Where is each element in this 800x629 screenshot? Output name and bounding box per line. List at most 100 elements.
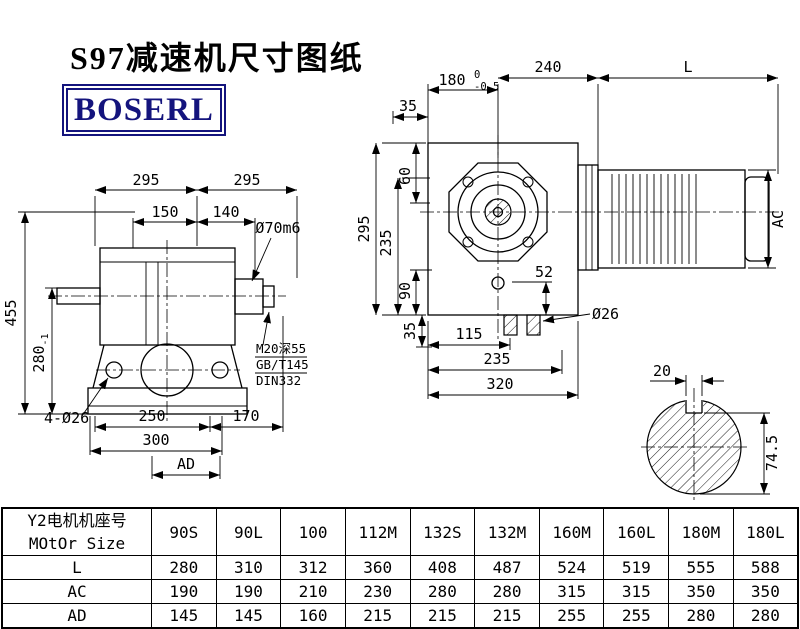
dim-label-320: 320 [486,375,513,393]
side-view-body [56,247,275,415]
motor-size-column-header: 100 [280,507,346,557]
dimension-value-cell: 255 [538,603,605,629]
motor-size-column-header: 160M [538,507,605,557]
motor-fan-cover [744,176,770,262]
technical-drawing-canvas: 295 295 150 140 Ø70m6 455 280-1 4-Ø26 25… [2,58,787,503]
dim-label-35-bottom: 35 [401,322,419,340]
dim-label-295-left: 295 [132,171,159,189]
dimension-value-cell: 310 [215,555,282,581]
motor-size-column-header: 132M [474,507,540,557]
dimension-value-cell: 215 [474,603,540,629]
motor-size-column-header: 160L [603,507,670,557]
note-din-standard: DIN332 [256,373,301,388]
note-tapped-hole: M20深55 [256,341,306,356]
shaft-section-view: 20 74.5 [641,362,781,503]
mounting-lug-left [503,314,518,336]
side-view-dimensions: 295 295 150 140 Ø70m6 455 280-1 4-Ø26 25… [2,171,309,479]
motor-size-column-header: 90S [151,507,217,557]
dim-label-20: 20 [653,362,671,380]
dimension-value-cell: 280 [732,603,799,629]
motor-size-header-cell: Y2电机机座号 MOtOr Size [1,507,152,557]
dimension-value-cell: 360 [344,555,411,581]
motor-size-column-header: 132S [409,507,476,557]
dim-label-170: 170 [232,407,259,425]
motor-size-column-header: 180L [732,507,799,557]
dim-label-240: 240 [534,58,561,76]
dim-label-AD: AD [177,455,195,473]
dim-label-300: 300 [142,431,169,449]
dimension-value-cell: 280 [474,579,540,605]
dimension-value-cell: 524 [538,555,605,581]
dimension-value-cell: 519 [603,555,670,581]
dim-label-60: 60 [396,167,414,185]
motor-flange-adapter [577,164,599,271]
dim-label-90: 90 [396,282,414,300]
dimension-value-cell: 315 [603,579,670,605]
dim-label-235-bottom: 235 [483,350,510,368]
front-view-centerlines [420,135,780,340]
motor-size-column-header: 90L [215,507,282,557]
dim-label-52: 52 [535,263,553,281]
dim-label-150: 150 [151,203,178,221]
dim-label-L: L [683,58,692,76]
dimension-row-label: AD [1,603,152,629]
dimension-row-label: AC [1,579,152,605]
dimension-value-cell: 280 [151,555,217,581]
dimension-value-cell: 312 [280,555,346,581]
side-view: 295 295 150 140 Ø70m6 455 280-1 4-Ø26 25… [2,171,309,479]
dimension-value-cell: 408 [409,555,476,581]
dimension-value-cell: 190 [215,579,282,605]
dim-label-295-front: 295 [355,215,373,242]
dimension-value-cell: 280 [668,603,734,629]
dim-label-shaft-diameter: Ø70m6 [255,219,300,237]
dim-label-115: 115 [455,325,482,343]
boserl-logo-text: BOSERL [74,91,214,128]
motor-size-header-en: MOtOr Size [28,534,126,554]
motor [577,164,770,271]
dim-label-455: 455 [2,299,20,326]
dimension-value-cell: 230 [344,579,411,605]
front-view-body [427,142,579,336]
output-flange-octagon [448,162,548,262]
dim-label-280: 280-1 [30,333,51,372]
motor-body [597,169,746,269]
note-gb-standard: GB/T145 [256,357,309,372]
motor-size-header-cn: Y2电机机座号 [27,511,127,530]
dim-label-235-left: 235 [377,229,395,256]
dimension-value-cell: 588 [732,555,799,581]
motor-size-column-header: 112M [344,507,411,557]
dim-label-180-tol-lower: -0.5 [474,81,499,93]
dim-label-295-right: 295 [233,171,260,189]
page-title: S97减速机尺寸图纸 [70,40,364,77]
dim-label-4xd26: 4-Ø26 [44,409,89,427]
dimension-value-cell: 350 [732,579,799,605]
dim-label-35-top: 35 [399,97,417,115]
motor-size-column-header: 180M [668,507,734,557]
dimension-value-cell: 315 [538,579,605,605]
dimension-value-cell: 145 [151,603,217,629]
dimension-row-label: L [1,555,152,581]
dimension-value-cell: 160 [280,603,346,629]
dimension-value-cell: 487 [474,555,540,581]
dimension-value-cell: 280 [409,579,476,605]
front-view: 180 0 -0.5 240 L 35 295 235 60 90 35 52 … [355,58,787,399]
dim-label-140: 140 [212,203,239,221]
dim-label-74-5: 74.5 [763,435,781,471]
front-view-dimensions: 180 0 -0.5 240 L 35 295 235 60 90 35 52 … [355,58,787,399]
dim-label-d26: Ø26 [592,305,619,323]
dimension-value-cell: 215 [344,603,411,629]
dim-label-AC: AC [769,210,787,228]
dimension-value-cell: 190 [151,579,217,605]
mounting-lug-right [526,314,541,336]
dimension-value-cell: 210 [280,579,346,605]
dimension-value-cell: 555 [668,555,734,581]
side-view-centerlines [48,240,286,422]
dimension-value-cell: 215 [409,603,476,629]
